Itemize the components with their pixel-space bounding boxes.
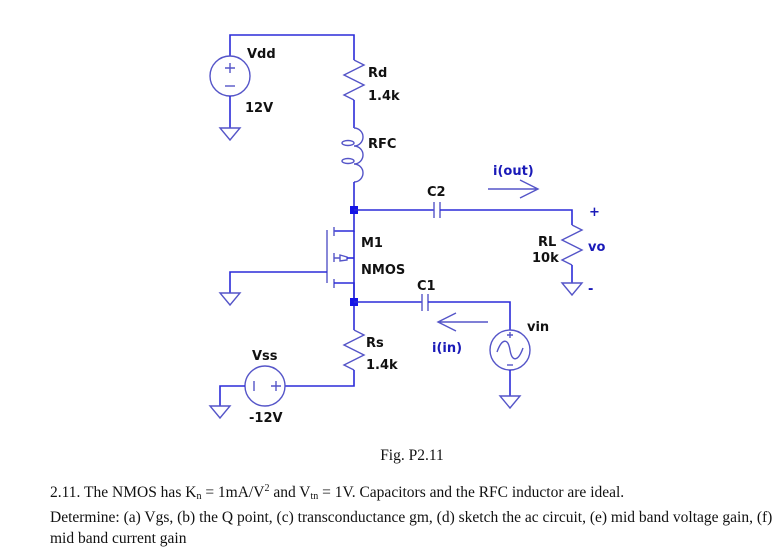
ground-icon bbox=[498, 395, 522, 410]
source-wire bbox=[334, 282, 355, 300]
figure-caption: Fig. P2.11 bbox=[0, 447, 784, 465]
inductor-loop-icon bbox=[341, 139, 355, 147]
i-in-label: i(in) bbox=[432, 341, 462, 356]
plus-sign-icon bbox=[225, 63, 235, 73]
vdd-source-icon bbox=[209, 55, 251, 97]
rs-resistor: Rs 1.4k bbox=[285, 306, 398, 387]
problem-tasks: Determine: (a) Vgs, (b) the Q point, (c)… bbox=[50, 509, 773, 547]
plus-sign-icon bbox=[271, 381, 281, 391]
inductor-loop-icon bbox=[341, 157, 355, 165]
vdd-top-wire bbox=[229, 34, 355, 60]
m1-model-label: NMOS bbox=[361, 263, 405, 278]
ground-icon bbox=[208, 405, 232, 420]
vss-value-label: -12V bbox=[249, 411, 283, 426]
capacitor-icon bbox=[433, 202, 441, 218]
vtn-subscript: tn bbox=[310, 491, 319, 502]
sine-wave-icon bbox=[496, 340, 524, 360]
body-arrow-icon bbox=[334, 254, 348, 262]
ground-icon bbox=[218, 127, 242, 142]
rs-value-label: 1.4k bbox=[366, 358, 398, 373]
vss-ground-wire bbox=[219, 385, 245, 406]
rfc-inductor: RFC bbox=[341, 127, 396, 210]
inductor-icon bbox=[353, 127, 364, 183]
vo-minus-sign: - bbox=[588, 282, 593, 297]
c2-name-label: C2 bbox=[427, 185, 446, 200]
problem-number: 2.11. bbox=[50, 484, 81, 501]
rl-name-label: RL bbox=[538, 235, 556, 250]
rs-vss-wire bbox=[285, 370, 355, 387]
i-out-label: i(out) bbox=[493, 164, 534, 179]
vdd-name-label: Vdd bbox=[247, 47, 276, 62]
vo-plus-sign: + bbox=[589, 205, 600, 220]
c1-capacitor: C1 bbox=[354, 279, 511, 330]
ground-icon bbox=[218, 292, 242, 307]
i-out-annotation: i(out) bbox=[488, 164, 540, 199]
vdd-value-label: 12V bbox=[245, 101, 273, 116]
c1-vin-wire bbox=[428, 301, 511, 330]
kn-symbol: K bbox=[185, 484, 197, 501]
problem-statement: 2.11. The NMOS has Kn = 1mA/V2 and Vtn =… bbox=[50, 478, 780, 549]
figure-caption-text: Fig. P2.11 bbox=[380, 447, 444, 464]
c1-name-label: C1 bbox=[417, 279, 436, 294]
rs-name-label: Rs bbox=[366, 336, 384, 351]
c2-rl-wire bbox=[440, 209, 573, 225]
capacitor-icon bbox=[421, 294, 429, 311]
m1-name-label: M1 bbox=[361, 236, 383, 251]
resistor-icon bbox=[560, 224, 584, 266]
arrow-right-icon bbox=[488, 179, 540, 199]
rl-resistor: RL 10k + vo - bbox=[532, 205, 605, 297]
vss-name-label: Vss bbox=[252, 349, 278, 364]
vin-name-label: vin bbox=[527, 320, 549, 335]
kn-superscript: 2 bbox=[264, 483, 270, 494]
arrow-left-icon bbox=[436, 312, 488, 332]
vo-label: vo bbox=[588, 240, 605, 255]
rfc-name-label: RFC bbox=[368, 137, 396, 152]
drain-wire bbox=[334, 214, 355, 232]
resistor-icon bbox=[342, 59, 366, 101]
i-in-annotation: i(in) bbox=[432, 312, 488, 356]
ground-icon bbox=[560, 282, 584, 297]
problem-intro: The NMOS has bbox=[84, 484, 182, 501]
vtn-symbol: V bbox=[299, 484, 311, 501]
kn-value: = 1mA/V bbox=[201, 484, 265, 501]
circuit-schematic: Vdd 12V Rd 1.4k RFC C2 i(out) RL 10k + v… bbox=[208, 34, 605, 426]
rd-resistor: Rd 1.4k bbox=[342, 59, 400, 128]
rd-value-label: 1.4k bbox=[368, 89, 400, 104]
vin-source: vin bbox=[489, 320, 549, 410]
kn-subscript: n bbox=[196, 491, 202, 502]
c2-capacitor: C2 bbox=[354, 185, 573, 225]
gate-wire bbox=[229, 271, 327, 293]
vdd-source: Vdd 12V bbox=[209, 34, 355, 142]
and-text: and bbox=[269, 484, 300, 501]
resistor-icon bbox=[342, 329, 366, 371]
m1-nmos: M1 NMOS bbox=[218, 214, 405, 307]
vss-source: Vss -12V bbox=[208, 349, 286, 426]
rd-name-label: Rd bbox=[368, 66, 387, 81]
plus-sign-icon bbox=[507, 332, 513, 338]
rl-value-label: 10k bbox=[532, 251, 559, 266]
vtn-value: = 1V. Capacitors and the RFC inductor ar… bbox=[318, 484, 625, 501]
